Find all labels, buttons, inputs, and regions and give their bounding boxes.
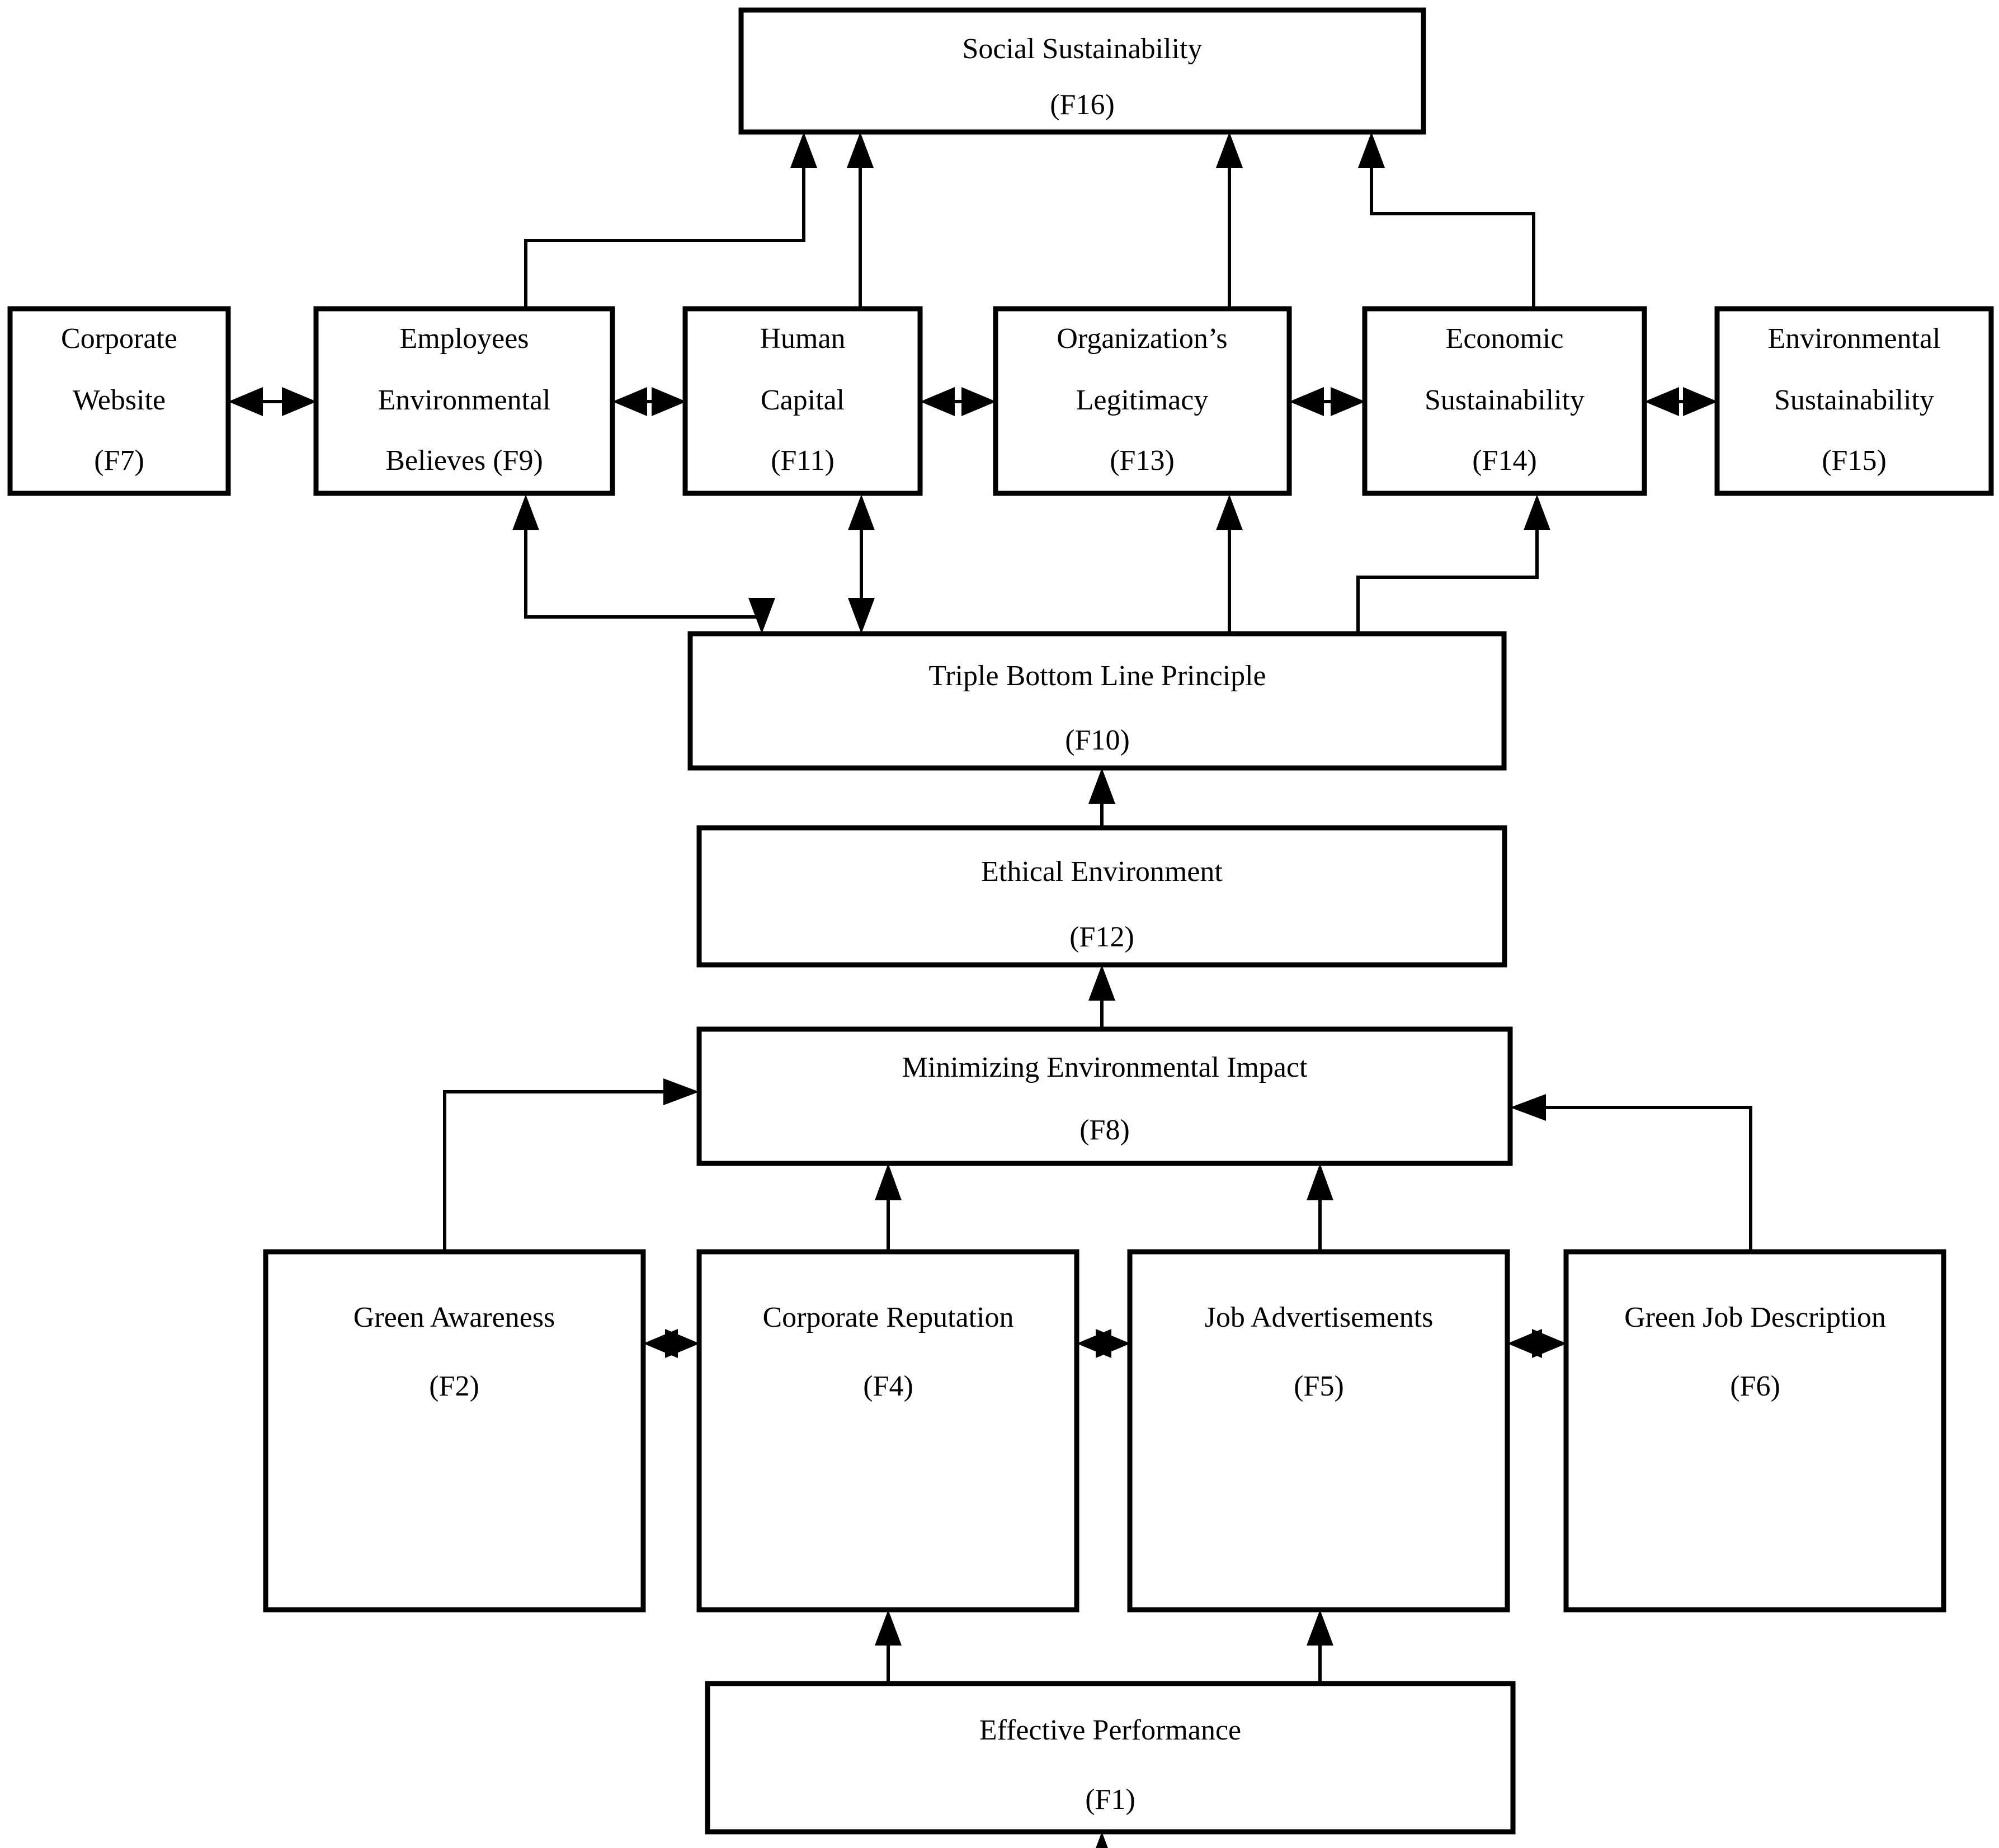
node-f2-label: Green Awareness <box>353 1302 555 1333</box>
node-f13-label-line1: Organization’s <box>1057 323 1227 355</box>
edge-f7-to-f9 <box>228 387 317 416</box>
node-f9-label-line3: Believes (F9) <box>385 445 543 477</box>
node-f6-green-job-description[interactable]: Green Job Description (F6) <box>1563 1249 1946 1613</box>
node-f12-ethical-environment[interactable]: Ethical Environment (F12) <box>696 825 1507 968</box>
node-f7-corporate-website[interactable]: Corporate Website (F7) <box>7 306 231 496</box>
edge-f14-to-f16 <box>1358 132 1535 309</box>
node-f4-code: (F4) <box>863 1370 913 1402</box>
edge-f2-to-f4 <box>643 1329 700 1358</box>
node-f14-economic-sustainability[interactable]: Economic Sustainability (F14) <box>1362 306 1647 496</box>
node-f1-code: (F1) <box>1085 1784 1135 1816</box>
node-f10-triple-bottom-line-principle[interactable]: Triple Bottom Line Principle (F10) <box>687 631 1507 771</box>
node-f16-social-sustainability[interactable]: Social Sustainability (F16) <box>738 7 1426 135</box>
edge-f11-to-f10 <box>848 494 875 634</box>
node-f6-label: Green Job Description <box>1624 1302 1886 1333</box>
edge-f5-to-f6 <box>1507 1329 1567 1358</box>
node-f8-code: (F8) <box>1079 1114 1130 1146</box>
node-f16-label: Social Sustainability <box>963 33 1203 65</box>
edge-f10-to-f14 <box>1356 494 1550 634</box>
node-f15-label-line2: Sustainability <box>1774 384 1934 416</box>
node-f4-label: Corporate Reputation <box>762 1302 1013 1333</box>
node-f7-code: (F7) <box>94 445 144 477</box>
edge-f12-to-f10 <box>1088 768 1115 828</box>
node-f14-label-line1: Economic <box>1446 323 1564 355</box>
node-f13-organizations-legitimacy[interactable]: Organization’s Legitimacy (F13) <box>993 306 1292 496</box>
connector-layer <box>228 132 1752 1848</box>
node-f4-corporate-reputation[interactable]: Corporate Reputation (F4) <box>696 1249 1079 1613</box>
node-f9-label-line1: Employees <box>399 323 529 355</box>
node-f7-label-line2: Website <box>73 384 166 416</box>
edge-f1-to-f5 <box>1307 1610 1333 1684</box>
node-f5-label: Job Advertisements <box>1205 1302 1434 1333</box>
node-f1-effective-performance[interactable]: Effective Performance (F1) <box>705 1681 1516 1835</box>
edge-f9-to-f16 <box>524 132 817 309</box>
edge-f10-to-f13 <box>1216 494 1243 634</box>
edge-f5-to-f8 <box>1307 1163 1333 1252</box>
node-f8-label: Minimizing Environmental Impact <box>902 1052 1308 1083</box>
node-f2-green-awareness[interactable]: Green Awareness (F2) <box>263 1249 646 1613</box>
node-f1-label: Effective Performance <box>979 1714 1241 1746</box>
node-f9-employees-environmental-believes[interactable]: Employees Environmental Believes (F9) <box>313 306 615 496</box>
node-f8-minimizing-environmental-impact[interactable]: Minimizing Environmental Impact (F8) <box>696 1026 1513 1166</box>
edge-f6-to-f8 <box>1510 1094 1752 1252</box>
node-f15-label-line1: Environmental <box>1767 323 1940 355</box>
node-f11-label-line2: Capital <box>761 384 845 416</box>
node-f7-label-line1: Corporate <box>61 323 177 355</box>
edge-f9-to-f10 <box>512 494 775 634</box>
node-f12-label: Ethical Environment <box>981 856 1223 888</box>
node-f13-code: (F13) <box>1110 445 1175 477</box>
edge-f3-to-f1 <box>1096 1832 1108 1848</box>
node-f9-label-line2: Environmental <box>378 384 550 416</box>
edge-f1-to-f4 <box>875 1610 902 1684</box>
node-f15-code: (F15) <box>1822 445 1887 477</box>
node-f6-code: (F6) <box>1730 1370 1780 1402</box>
edge-f13-to-f14 <box>1289 387 1365 416</box>
edge-f14-to-f15 <box>1644 387 1718 416</box>
edge-f2-to-f8 <box>443 1078 699 1252</box>
edge-f9-to-f11 <box>612 387 686 416</box>
node-f5-job-advertisements[interactable]: Job Advertisements (F5) <box>1127 1249 1510 1613</box>
edge-f8-to-f12 <box>1088 965 1115 1029</box>
node-f16-code: (F16) <box>1050 89 1115 121</box>
node-f11-human-capital[interactable]: Human Capital (F11) <box>682 306 923 496</box>
edge-f11-to-f13 <box>920 387 996 416</box>
edge-f11-to-f16 <box>847 132 874 309</box>
node-f14-label-line2: Sustainability <box>1425 384 1585 416</box>
node-f11-code: (F11) <box>771 445 835 477</box>
edge-f4-to-f8 <box>875 1163 902 1252</box>
node-f12-code: (F12) <box>1069 921 1134 953</box>
node-f14-code: (F14) <box>1472 445 1537 477</box>
node-f10-code: (F10) <box>1065 724 1130 756</box>
node-f11-label-line1: Human <box>760 323 845 355</box>
edge-f13-to-f16 <box>1216 132 1243 309</box>
node-f13-label-line2: Legitimacy <box>1076 384 1209 416</box>
node-f2-code: (F2) <box>429 1370 479 1402</box>
node-f5-code: (F5) <box>1294 1370 1344 1402</box>
node-f15-environmental-sustainability[interactable]: Environmental Sustainability (F15) <box>1714 306 1994 496</box>
node-f10-label: Triple Bottom Line Principle <box>928 660 1266 692</box>
edge-f4-to-f5 <box>1077 1329 1130 1358</box>
